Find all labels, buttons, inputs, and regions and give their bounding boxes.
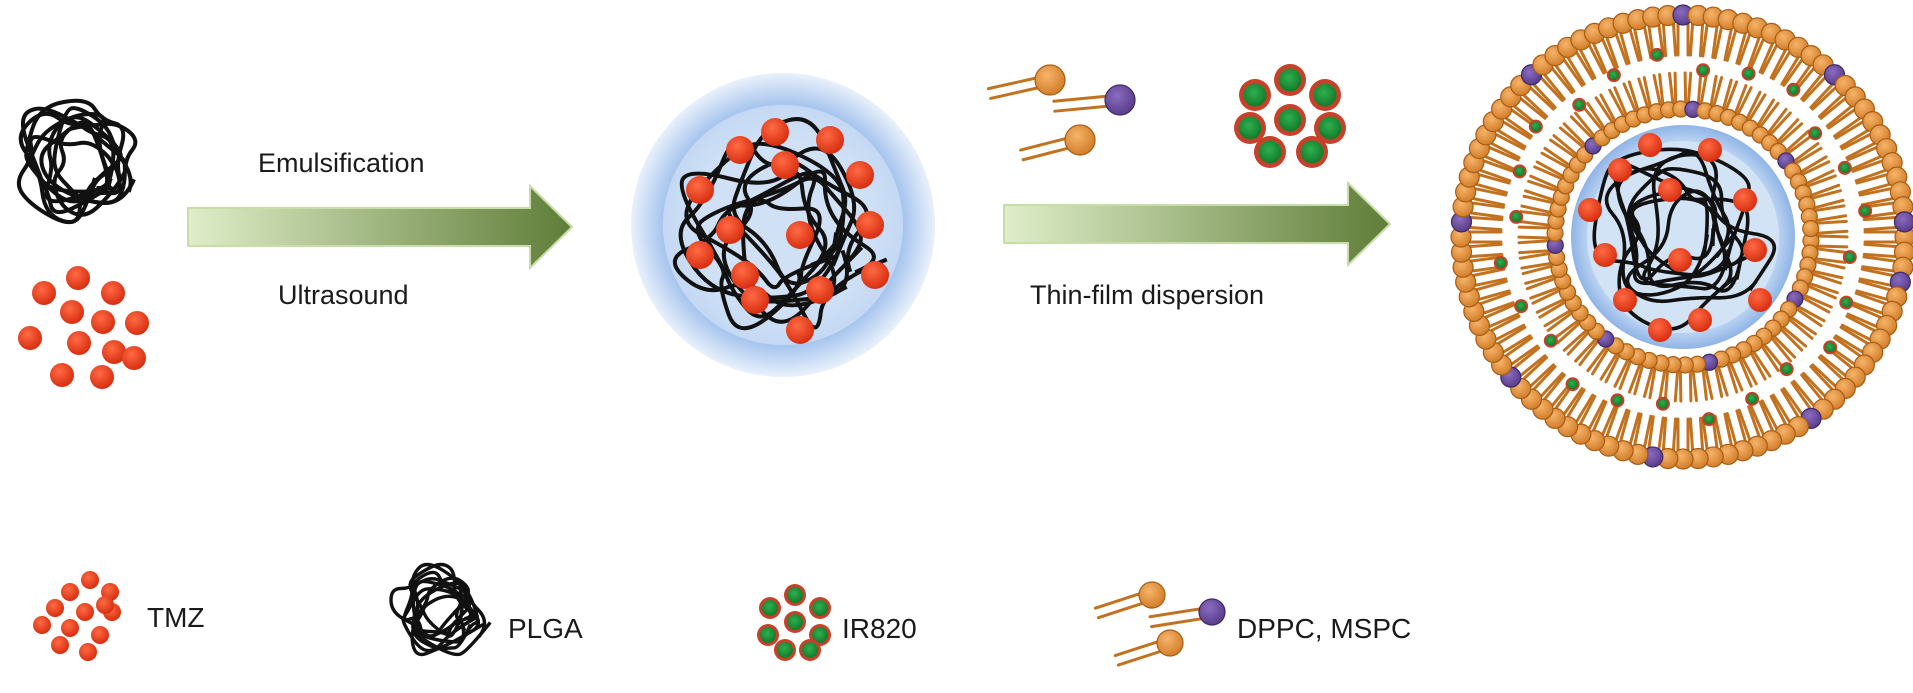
tmz-loaded-dots xyxy=(686,118,889,344)
ir820-reagent-icon xyxy=(1234,64,1346,168)
legend-ir820-label: IR820 xyxy=(842,613,917,644)
ir820-in-bilayer xyxy=(1493,47,1873,427)
plga-polymer-icon xyxy=(16,98,138,225)
legend-plga-label: PLGA xyxy=(508,613,583,644)
tmz-molecules-icon xyxy=(18,266,149,389)
arrow-thin-film xyxy=(1003,180,1392,268)
lipid-bilayer-shell xyxy=(1450,4,1913,470)
step2-label: Thin-film dispersion xyxy=(1030,280,1265,310)
legend-ir820-icon xyxy=(757,584,831,661)
legend-tmz-label: TMZ xyxy=(147,602,205,633)
arrow-emulsification xyxy=(187,183,574,271)
legend-tmz-icon xyxy=(33,571,121,661)
step1-top-label: Emulsification xyxy=(258,148,425,178)
tmz-in-liposome xyxy=(1578,133,1772,342)
lipid-reagent-icon xyxy=(986,64,1136,162)
legend-plga-icon xyxy=(389,562,492,657)
legend-lipids-label: DPPC, MSPC xyxy=(1237,613,1412,644)
step1-bottom-label: Ultrasound xyxy=(278,280,409,310)
legend-lipids-icon xyxy=(1093,581,1226,667)
